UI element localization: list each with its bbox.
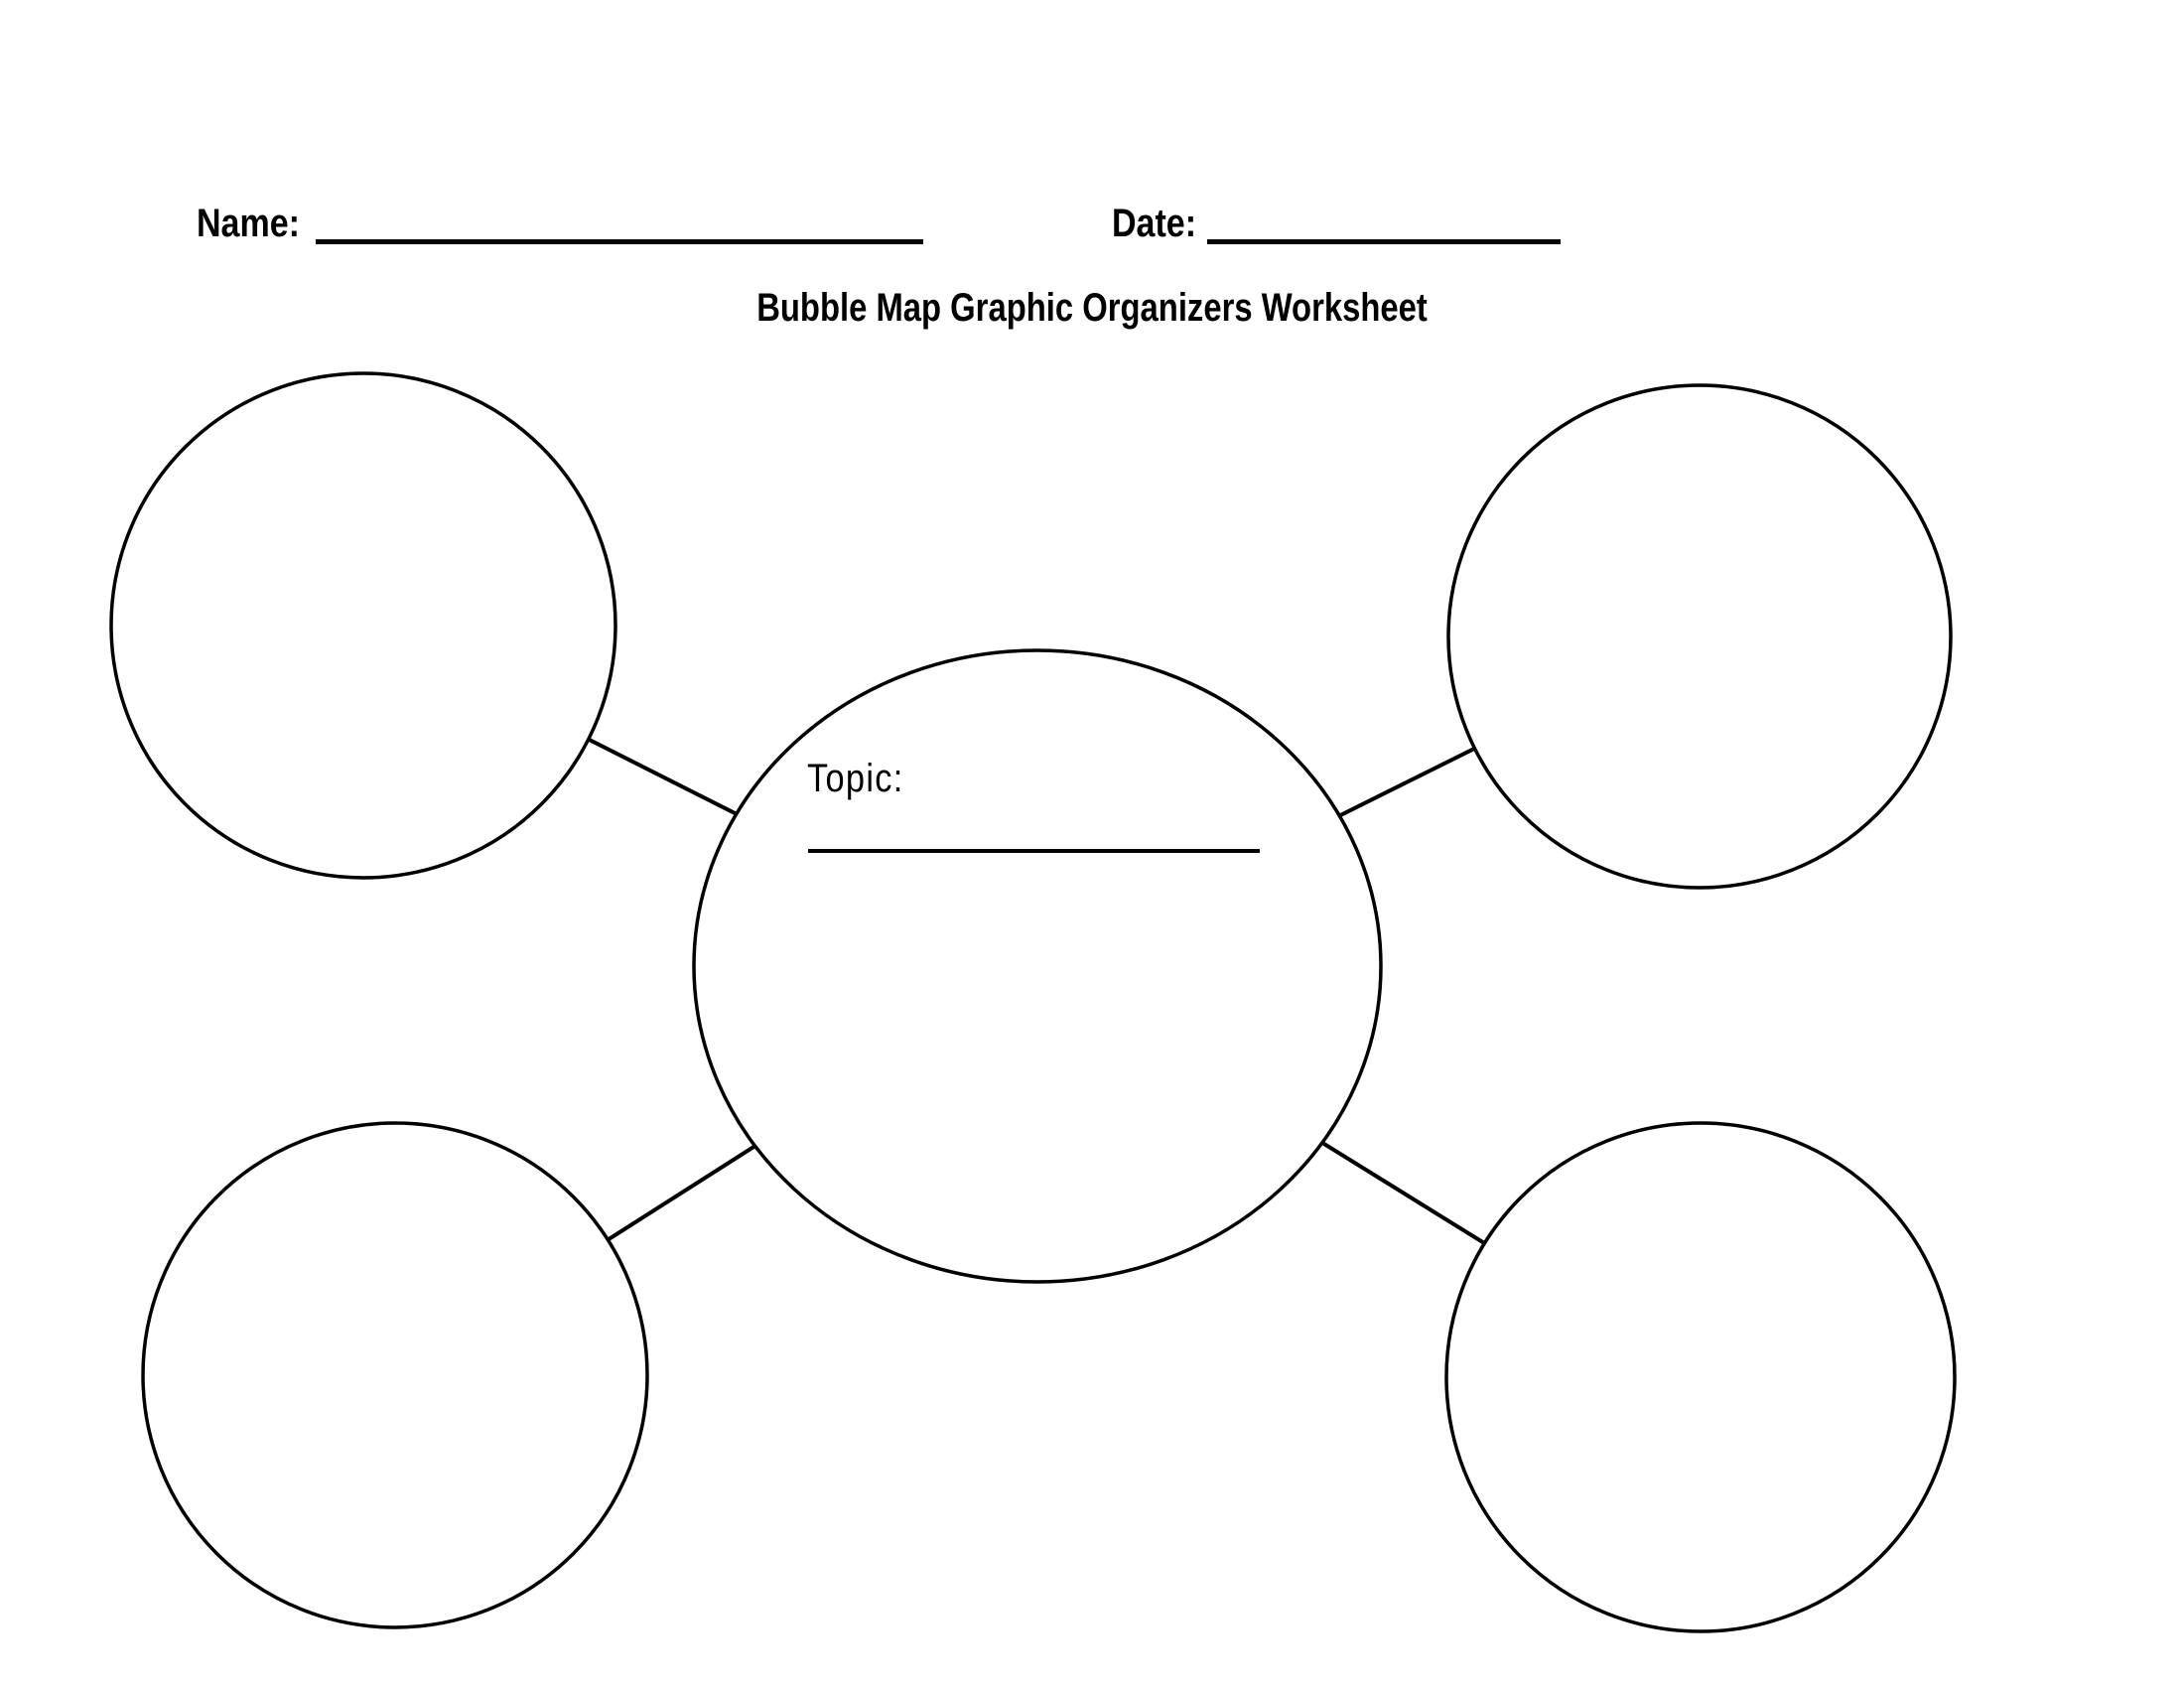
bubble-center-topic[interactable] [692, 648, 1383, 1284]
worksheet-title: Bubble Map Graphic Organizers Worksheet [756, 286, 1428, 330]
bubble-top-left[interactable] [109, 371, 617, 880]
bubble-bottom-right[interactable] [1444, 1121, 1957, 1633]
topic-input-line[interactable] [808, 849, 1260, 853]
topic-label: Topic: [807, 757, 904, 800]
date-label: Date: [1112, 202, 1197, 245]
name-input-line[interactable] [316, 239, 923, 244]
date-input-line[interactable] [1207, 239, 1561, 244]
name-label: Name: [197, 202, 300, 245]
bubble-bottom-left[interactable] [141, 1121, 649, 1629]
bubble-top-right[interactable] [1446, 383, 1953, 890]
